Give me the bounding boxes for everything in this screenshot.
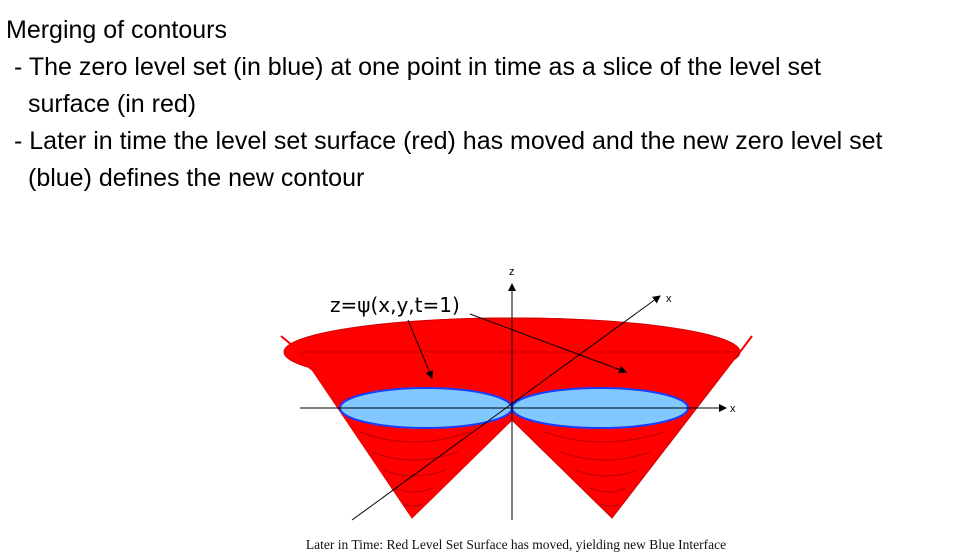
formula-label: z=ψ(x,y,t=1) <box>330 293 460 317</box>
bullet-2-line-1: - Later in time the level set surface (r… <box>14 127 883 155</box>
formula-pointer-right <box>469 313 627 374</box>
x-diagonal-axis <box>351 295 661 521</box>
left-cone-edge-line <box>280 335 301 353</box>
right-cone-surface <box>511 351 742 519</box>
left-cone-contour-rings <box>359 431 471 507</box>
slide-text: Merging of contours - The zero level set… <box>6 12 956 197</box>
formula-pointer-left <box>407 319 434 379</box>
right-cone-contour-rings <box>544 431 666 507</box>
bullet-2-line-2: (blue) defines the new contour <box>28 164 365 192</box>
figure-caption: Later in Time: Red Level Set Surface has… <box>306 537 726 552</box>
x-diagonal-axis-label: x <box>666 293 672 305</box>
x-axis-label: x <box>730 403 736 415</box>
right-cone-edge-line <box>739 335 753 353</box>
z-axis-label: z <box>509 266 515 278</box>
bullet-1-line-2: surface (in red) <box>28 90 197 118</box>
bullet-1-line-1: - The zero level set (in blue) at one po… <box>14 53 821 81</box>
slide-heading: Merging of contours <box>6 16 227 44</box>
